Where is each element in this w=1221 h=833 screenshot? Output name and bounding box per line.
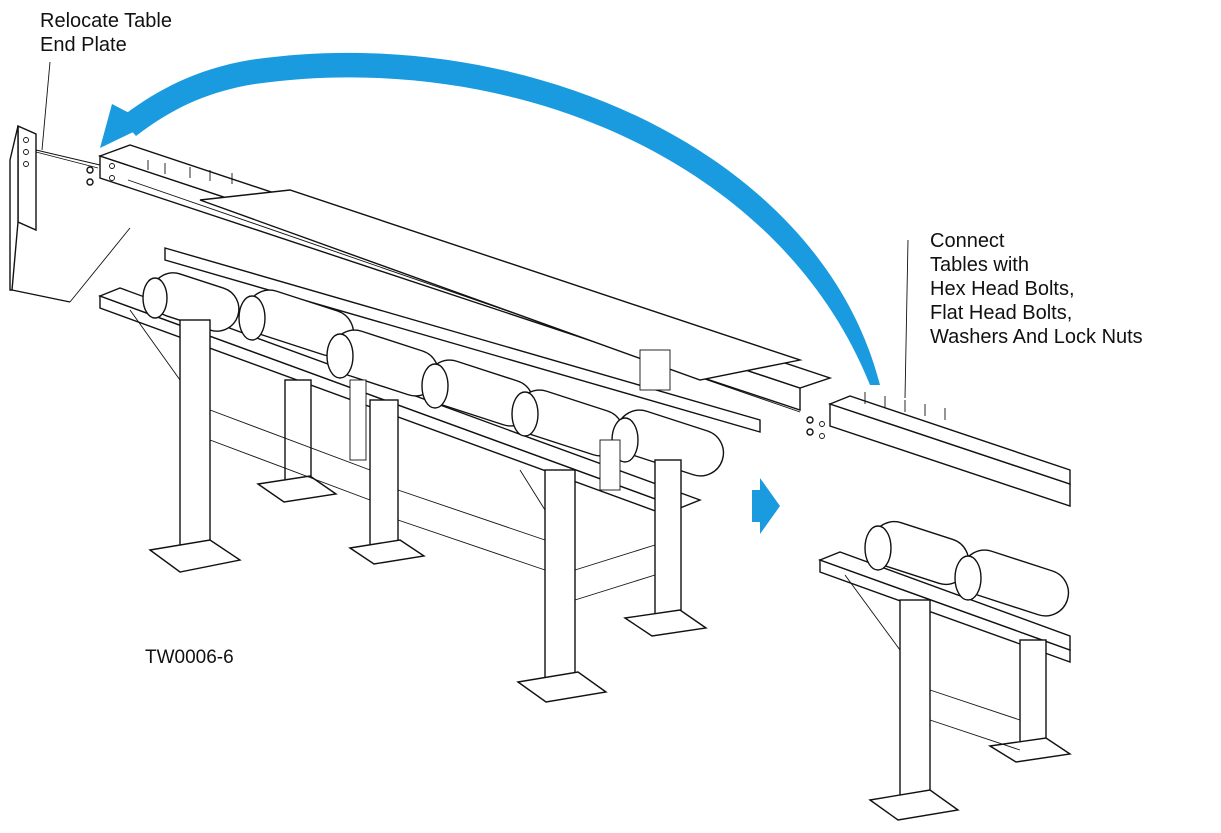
relocate-label-line-1: Relocate Table (40, 10, 172, 32)
connect-label-line-4: Flat Head Bolts, (930, 302, 1073, 324)
connect-label-line-3: Hex Head Bolts, (930, 278, 1075, 300)
end-plate (9, 124, 101, 303)
right-table (806, 392, 1072, 821)
connect-label-line-1: Connect (930, 230, 1005, 252)
relocate-label-line-2: End Plate (40, 34, 127, 56)
left-table (86, 144, 833, 703)
relocate-leader-line (41, 61, 51, 151)
relocate-end-plate-label: Relocate Table End Plate (40, 9, 172, 57)
connect-label-line-2: Tables with (930, 254, 1029, 276)
relocate-curved-arrow (100, 52, 880, 385)
connect-label-line-5: Washers And Lock Nuts (930, 326, 1143, 348)
figure-id-label: TW0006-6 (145, 647, 234, 668)
connect-tables-label: Connect Tables with Hex Head Bolts, Flat… (930, 229, 1143, 349)
connect-direction-arrow (752, 478, 780, 534)
connect-leader-line (904, 239, 909, 399)
